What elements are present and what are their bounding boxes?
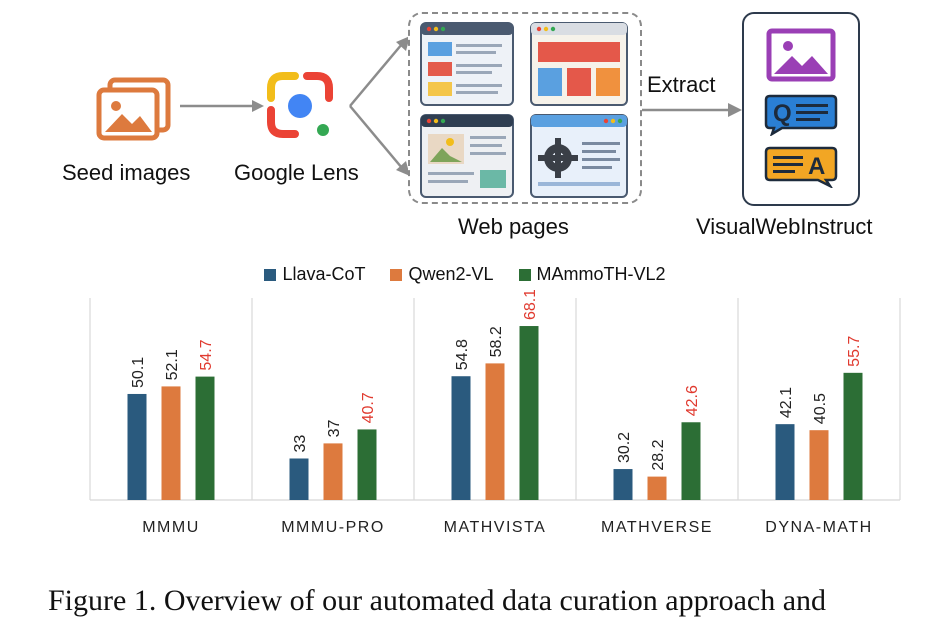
- image-gallery-icon: [96, 77, 171, 141]
- data-label: 33: [292, 435, 309, 453]
- web-pages-label: Web pages: [458, 214, 569, 239]
- legend-item: Llava-CoT: [264, 264, 365, 285]
- web-page-icon: [420, 22, 514, 106]
- data-label: 42.6: [684, 385, 701, 416]
- bar: [613, 469, 633, 500]
- bar: [681, 422, 701, 500]
- legend-label: Llava-CoT: [282, 264, 366, 284]
- arrow-icon: [180, 100, 264, 112]
- category-label: MMMU-PRO: [281, 519, 385, 536]
- data-label: 55.7: [846, 336, 863, 367]
- data-label: 54.8: [454, 339, 471, 370]
- bar: [161, 386, 181, 500]
- svg-text:A: A: [808, 153, 825, 180]
- data-label: 40.5: [812, 393, 829, 424]
- data-label: 68.1: [522, 290, 539, 320]
- data-label: 37: [326, 419, 343, 437]
- bar: [127, 393, 147, 500]
- google-lens-label: Google Lens: [234, 160, 359, 185]
- extract-label: Extract: [647, 72, 716, 97]
- seed-images-label: Seed images: [62, 160, 191, 185]
- bar: [843, 372, 863, 500]
- legend-swatch: [264, 268, 277, 281]
- svg-text:Q: Q: [773, 100, 792, 127]
- bar: [485, 363, 505, 500]
- bar: [809, 430, 829, 500]
- category-label: MATHVERSE: [601, 519, 713, 536]
- web-page-icon: [530, 114, 628, 198]
- web-page-icon: [530, 22, 628, 106]
- fork-arrow-icon: [349, 36, 410, 176]
- bar: [323, 443, 343, 500]
- legend-label: MAmmoTH-VL2: [536, 264, 666, 284]
- bar: [357, 429, 377, 500]
- web-page-icon: [420, 114, 514, 198]
- answer-bubble-icon: A: [764, 146, 838, 188]
- category-label: MATHVISTA: [444, 519, 547, 536]
- image-icon: [766, 28, 836, 82]
- legend-item: Qwen2-VL: [390, 264, 494, 285]
- bar: [519, 326, 539, 500]
- bar: [195, 376, 215, 500]
- arrow-icon: [642, 103, 742, 117]
- data-label: 28.2: [650, 439, 667, 470]
- data-label: 30.2: [616, 432, 633, 463]
- bar: [775, 424, 795, 500]
- bar: [451, 376, 471, 500]
- legend-swatch: [518, 268, 531, 281]
- category-label: MMMU: [142, 519, 200, 536]
- legend-label: Qwen2-VL: [408, 264, 494, 284]
- visualwebinstruct-box: Q A: [742, 12, 860, 206]
- google-lens-icon: [267, 72, 333, 138]
- data-label: 40.7: [360, 392, 377, 423]
- web-pages-box: [408, 12, 642, 204]
- figure-caption: Figure 1. Overview of our automated data…: [48, 584, 827, 617]
- category-label: DYNA-MATH: [765, 519, 872, 536]
- bar: [289, 458, 309, 500]
- question-bubble-icon: Q: [764, 94, 838, 136]
- visualwebinstruct-label: VisualWebInstruct: [696, 214, 873, 239]
- bar: [647, 476, 667, 500]
- chart-legend: Llava-CoT Qwen2-VL MAmmoTH-VL2: [0, 264, 930, 286]
- data-label: 50.1: [130, 357, 147, 388]
- data-label: 42.1: [778, 387, 795, 418]
- data-label: 52.1: [164, 349, 181, 380]
- data-label: 54.7: [198, 339, 215, 370]
- legend-swatch: [390, 268, 403, 281]
- legend-item: MAmmoTH-VL2: [518, 264, 666, 285]
- data-label: 58.2: [488, 326, 505, 357]
